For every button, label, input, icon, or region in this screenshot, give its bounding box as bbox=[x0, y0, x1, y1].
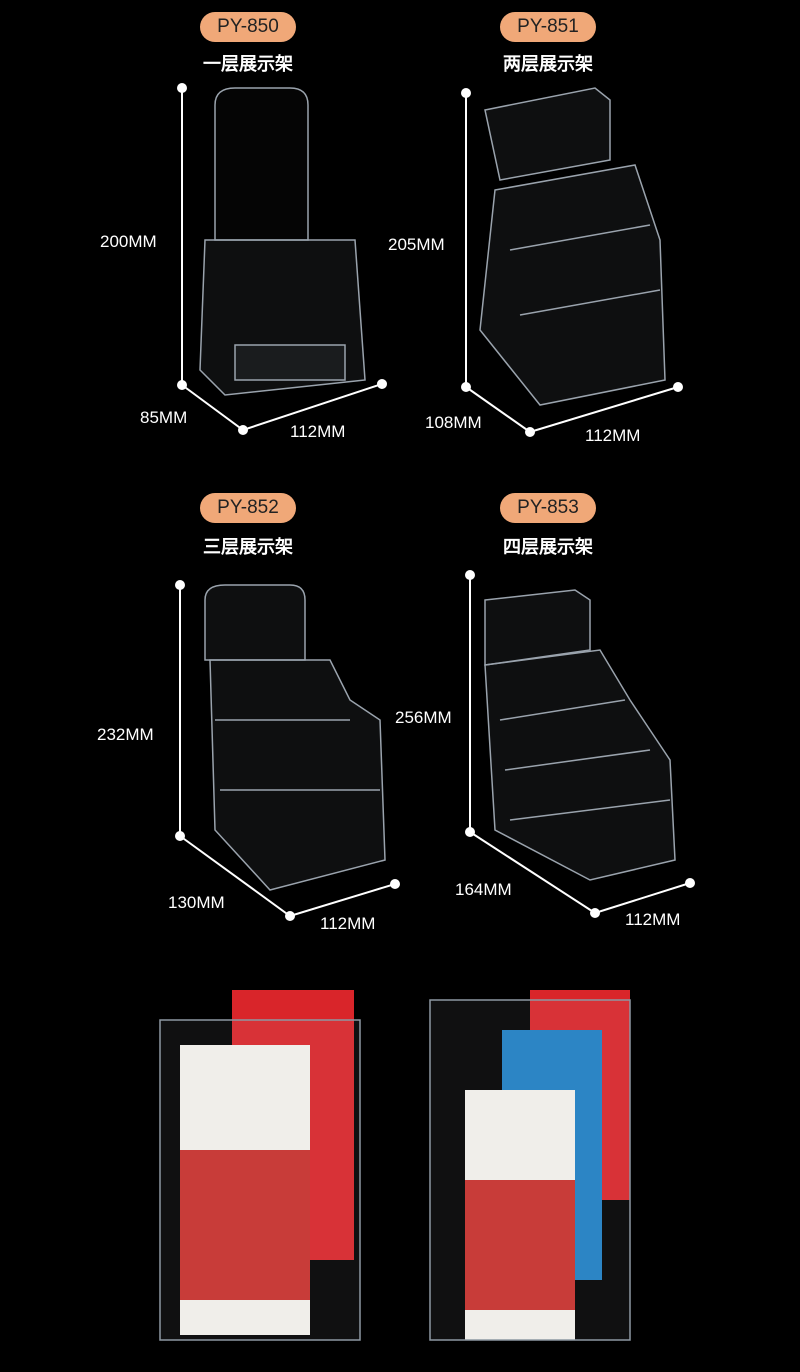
photo-holders-with-brochures bbox=[159, 990, 631, 1341]
product-title: 四层展示架 bbox=[503, 537, 593, 558]
product-title: 三层展示架 bbox=[203, 537, 293, 558]
width-label: 112MM bbox=[320, 914, 376, 933]
model-badge: PY-853 bbox=[500, 493, 596, 523]
width-label: 112MM bbox=[625, 910, 681, 929]
model-badge: PY-850 bbox=[200, 12, 296, 42]
height-label: 256MM bbox=[395, 708, 452, 727]
product-title: 一层展示架 bbox=[203, 54, 293, 75]
model-badge: PY-851 bbox=[500, 12, 596, 42]
depth-label: 85MM bbox=[140, 408, 188, 427]
width-label: 112MM bbox=[290, 422, 346, 441]
model-badge: PY-852 bbox=[200, 493, 296, 523]
depth-label: 164MM bbox=[455, 880, 512, 899]
height-label: 232MM bbox=[97, 725, 154, 744]
width-label: 112MM bbox=[585, 426, 641, 445]
depth-label: 108MM bbox=[425, 413, 482, 432]
product-title: 两层展示架 bbox=[503, 54, 593, 75]
height-label: 205MM bbox=[388, 235, 445, 254]
depth-label: 130MM bbox=[168, 893, 225, 912]
height-label: 200MM bbox=[100, 232, 157, 251]
